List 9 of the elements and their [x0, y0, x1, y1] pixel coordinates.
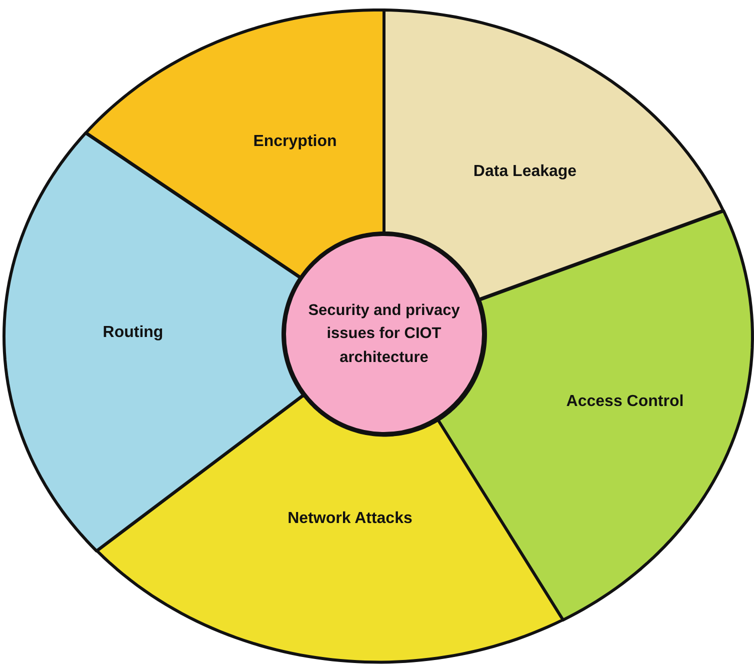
segment-label: Access Control [566, 392, 684, 411]
pie-segment [86, 10, 384, 278]
segment-label: Data Leakage [473, 162, 577, 181]
segment-label: Network Attacks [288, 510, 412, 528]
segment-label: Routing [102, 324, 164, 342]
segment-label: Encryption [253, 132, 337, 151]
center-label: Security and privacy issues for CIOT architecture [307, 301, 461, 368]
pie-segment [96, 394, 562, 662]
pie-segment [384, 10, 724, 300]
